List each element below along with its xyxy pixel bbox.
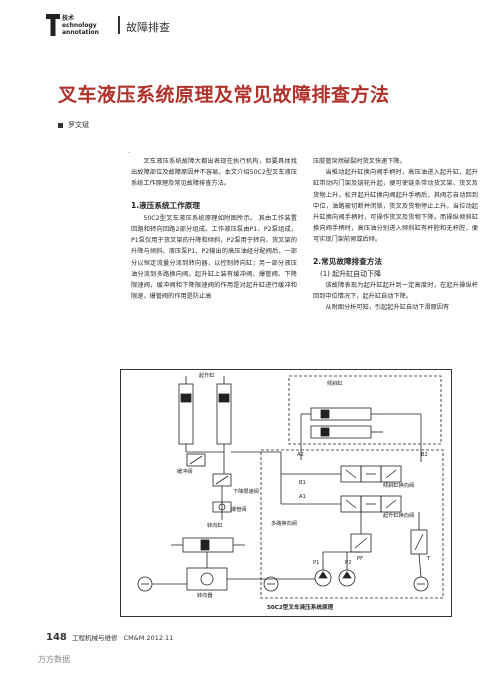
- principle-paragraph: 50C2型叉车液压系统原理如附图所示。 其由工作装置回路和转向回路2部分组成。工…: [131, 214, 297, 301]
- tank-icon: [137, 576, 429, 592]
- wanfang-watermark: 万方数据: [38, 655, 70, 664]
- label-burst-valve: 爆管阀: [231, 507, 247, 513]
- label-steer-unit: 转向器: [197, 593, 213, 599]
- label-buffer-valve: 缓冲阀: [177, 469, 193, 475]
- left-column: 叉车液压系统故障大都出表现在执行机构，但要具体找出故障部位及故障原因并不容易，本…: [131, 156, 297, 302]
- page-number: 148: [46, 632, 67, 643]
- label-a2: A2: [297, 452, 304, 458]
- steer-unit-icon: [186, 552, 228, 591]
- article-author: 罗文斌: [68, 121, 89, 129]
- lift-cylinder-right-icon: [216, 376, 232, 445]
- pump-p2-icon: [338, 569, 356, 587]
- burst-valve-icon: [212, 501, 232, 513]
- logo-text: 技术 echnology annotation: [62, 15, 99, 36]
- author-bullet-icon: [58, 123, 63, 128]
- right-column: 压胶管突然破裂时货叉快速下降。 当推动起升缸换向阀手柄时，高压油进入起升缸，起升…: [313, 156, 478, 314]
- technology-logo-icon: [46, 14, 60, 36]
- continuation-paragraph: 压胶管突然破裂时货叉快速下降。: [313, 158, 406, 165]
- hydraulic-schematic: 起升缸 倾斜缸 缓冲阀 下降限速阀 爆管阀 转向缸 转向器 多路换向阀 倾斜缸换…: [120, 369, 452, 617]
- steer-cylinder-icon: [171, 537, 245, 553]
- journal-issue: CM&M 2012.11: [123, 634, 174, 642]
- lift-valve-icon: [340, 495, 402, 513]
- label-lift-valve: 起升缸换向阀: [383, 513, 415, 519]
- logo-line-3: annotation: [62, 29, 99, 36]
- relief-valve-icon: [350, 529, 428, 555]
- speed-limit-valve-icon: [212, 473, 232, 487]
- section-name: 故障排查: [126, 21, 170, 34]
- schematic-drawing: [137, 375, 444, 599]
- label-lift-cylinder: 起升缸: [199, 373, 215, 379]
- label-tilt-cylinder: 倾斜缸: [327, 381, 343, 387]
- buffer-valve-icon: [186, 453, 206, 467]
- logo-line-1: 技术: [62, 15, 75, 22]
- diagram-caption: 50C2型叉车液压系统原理: [267, 605, 334, 611]
- tilt-valve-icon: [340, 465, 402, 483]
- label-tilt-valve: 倾斜缸换向阀: [383, 483, 415, 489]
- label-steer-cylinder: 转向缸: [207, 523, 223, 529]
- operation-paragraph: 当推动起升缸换向阀手柄时，高压油进入起升缸，起升缸带动内门架及链轮升起，便可使链…: [313, 169, 478, 244]
- pump-p1-icon: [314, 569, 332, 587]
- tilt-cylinder-icon: [310, 407, 383, 439]
- label-b2: B2: [421, 452, 428, 458]
- label-p1: P1: [313, 560, 320, 566]
- logo-line-2: echnology: [62, 22, 97, 29]
- subsection-heading: (1) 起升缸自动下降: [320, 269, 382, 278]
- label-t: T: [427, 556, 431, 562]
- separator-dot: ·: [128, 149, 131, 157]
- label-multi-valve: 多路换向阀: [271, 521, 297, 527]
- header-divider: [118, 16, 120, 34]
- lift-cylinder-left-icon: [178, 376, 194, 445]
- label-b1: B1: [299, 480, 306, 486]
- label-pf: PF: [357, 556, 364, 562]
- label-p2: P2: [345, 560, 352, 566]
- page-footer: 148 工程机械与维修 CM&M 2012.11: [46, 632, 173, 643]
- journal-name: 工程机械与维修: [71, 634, 118, 642]
- analysis-paragraph: 从附图分析可知，引起起升缸自动下滑原因有: [325, 304, 450, 312]
- symptom-paragraph: 该故障表现为起升缸起升到一定高度时，在起升操纵杆回到中位情况下，起升缸自动下降。: [313, 282, 478, 301]
- section-heading-2: 2.常见故障排查方法: [313, 256, 382, 266]
- article-title: 叉车液压系统原理及常见故障排查方法: [58, 84, 390, 106]
- label-speed-valve: 下降限速阀: [233, 489, 259, 495]
- intro-paragraph: 叉车液压系统故障大都出表现在执行机构，但要具体找出故障部位及故障原因并不容易，本…: [131, 158, 297, 188]
- section-heading-1: 1.液压系统工作原理: [131, 200, 200, 210]
- label-a1: A1: [299, 494, 306, 500]
